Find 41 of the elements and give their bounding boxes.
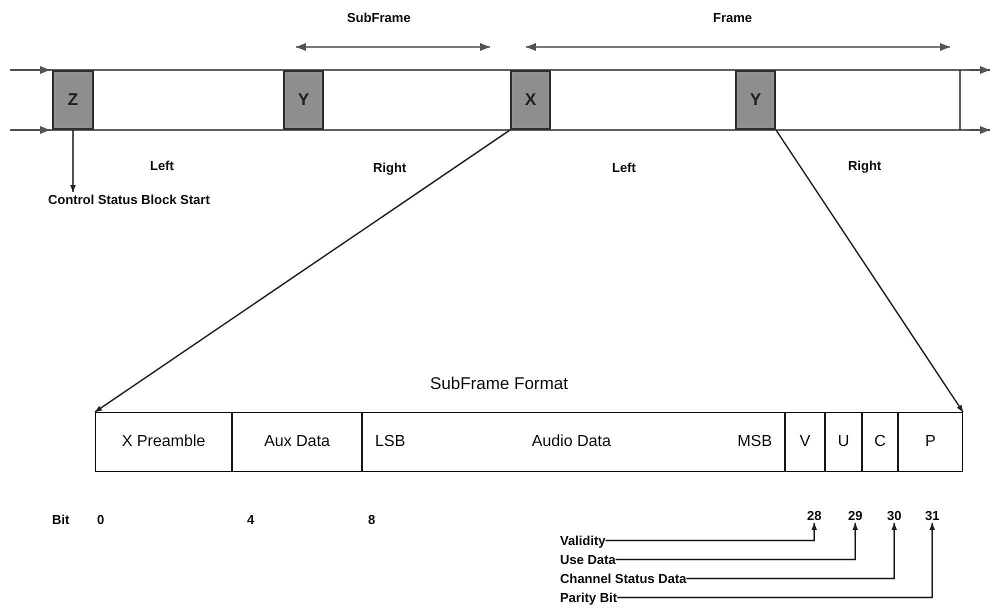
caption-text: Control Status Block Start bbox=[48, 192, 210, 207]
section-title: SubFrame Format bbox=[430, 374, 568, 394]
leader-arrow bbox=[617, 523, 936, 598]
field-cell bbox=[362, 412, 785, 472]
preamble-box: X bbox=[510, 70, 551, 130]
bit-number: 8 bbox=[368, 512, 376, 527]
field-cell: Aux Data bbox=[232, 412, 362, 472]
preamble-box: Z bbox=[52, 70, 94, 130]
field-cell: P bbox=[898, 412, 963, 472]
arrow bbox=[775, 130, 964, 412]
arrow bbox=[94, 129, 510, 413]
preamble-box: Y bbox=[735, 70, 776, 130]
leader-arrow bbox=[606, 523, 818, 542]
bit-number: 4 bbox=[247, 512, 254, 527]
text-label: Left bbox=[612, 160, 636, 175]
bit-number: 29 bbox=[848, 508, 862, 523]
text-label: Right bbox=[848, 158, 882, 173]
bit-description: Validity bbox=[560, 533, 606, 548]
field-cell: C bbox=[862, 412, 898, 472]
bit-number: 28 bbox=[807, 508, 822, 523]
field-cell: V bbox=[785, 412, 825, 472]
cell-text: Audio Data bbox=[532, 433, 611, 451]
preamble-box: Y bbox=[283, 70, 324, 130]
text-label: Right bbox=[373, 160, 406, 175]
bit-description: Parity Bit bbox=[560, 590, 618, 605]
leader-arrow bbox=[686, 523, 898, 580]
field-cell: U bbox=[825, 412, 862, 472]
bit-number: 30 bbox=[887, 508, 902, 523]
cell-text: MSB bbox=[737, 433, 772, 451]
bit-description: Use Data bbox=[560, 552, 616, 567]
text-label: Left bbox=[150, 158, 174, 173]
bit-number: 31 bbox=[925, 508, 940, 523]
bit-number: 0 bbox=[97, 512, 104, 527]
arrow bbox=[70, 130, 76, 192]
leader-arrow bbox=[616, 523, 858, 560]
text-label: SubFrame bbox=[347, 10, 411, 25]
field-cell: X Preamble bbox=[95, 412, 232, 472]
cell-text: LSB bbox=[375, 433, 406, 451]
bit-description: Channel Status Data bbox=[560, 571, 686, 586]
bit-number: Bit bbox=[52, 512, 70, 527]
text-label: Frame bbox=[713, 10, 752, 25]
